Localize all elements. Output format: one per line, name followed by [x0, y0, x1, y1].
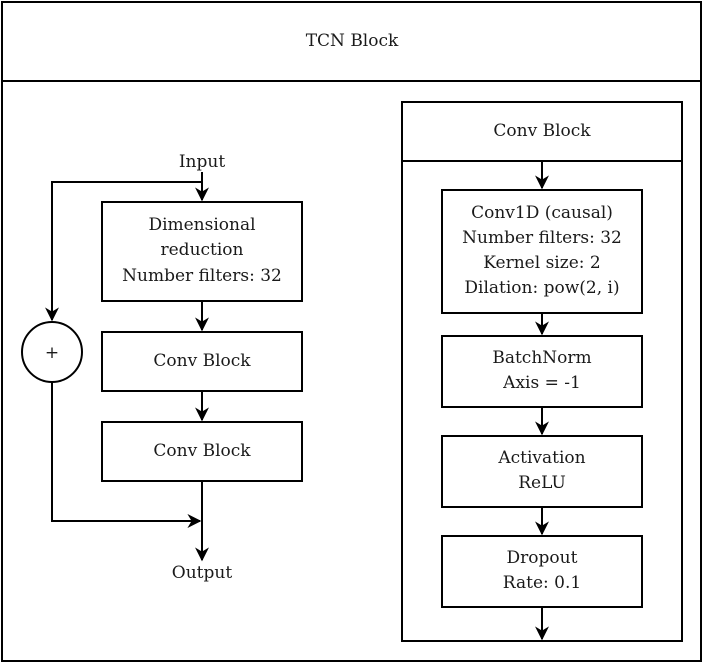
batchnorm-line-1: BatchNorm	[492, 348, 591, 368]
output-label: Output	[172, 563, 233, 583]
dropout-line-1: Dropout	[507, 548, 578, 568]
conv-block-1-label: Conv Block	[153, 351, 251, 371]
dimensional-reduction-line-3: Number filters: 32	[122, 266, 282, 286]
dimensional-reduction-line-1: Dimensional	[148, 215, 255, 235]
conv-block-2	[101, 421, 303, 482]
activation-line-1: Activation	[497, 448, 585, 468]
dropout-block	[441, 535, 643, 608]
add-symbol: +	[45, 343, 59, 363]
conv-block-2-label: Conv Block	[153, 441, 251, 461]
conv-block-1	[101, 331, 303, 392]
diagram-title: TCN Block	[306, 31, 399, 51]
dimensional-reduction-line-2: reduction	[161, 240, 244, 260]
conv-block-detail-title: Conv Block	[493, 121, 591, 141]
activation-block	[441, 435, 643, 508]
conv1d-line-3: Kernel size: 2	[483, 253, 600, 273]
input-label: Input	[179, 152, 225, 172]
dropout-line-2: Rate: 0.1	[503, 573, 581, 593]
batchnorm-line-2: Axis = -1	[502, 373, 581, 393]
conv1d-line-1: Conv1D (causal)	[471, 203, 613, 223]
batchnorm-block	[441, 335, 643, 408]
conv1d-block	[441, 189, 643, 314]
conv1d-line-4: Dilation: pow(2, i)	[464, 278, 619, 298]
add-node: +	[21, 321, 83, 383]
activation-line-2: ReLU	[518, 473, 566, 493]
skip-connection-out	[51, 382, 202, 528]
conv1d-line-2: Number filters: 32	[462, 228, 622, 248]
skip-connection-in	[45, 181, 202, 322]
conv-block-detail-frame	[401, 101, 683, 642]
